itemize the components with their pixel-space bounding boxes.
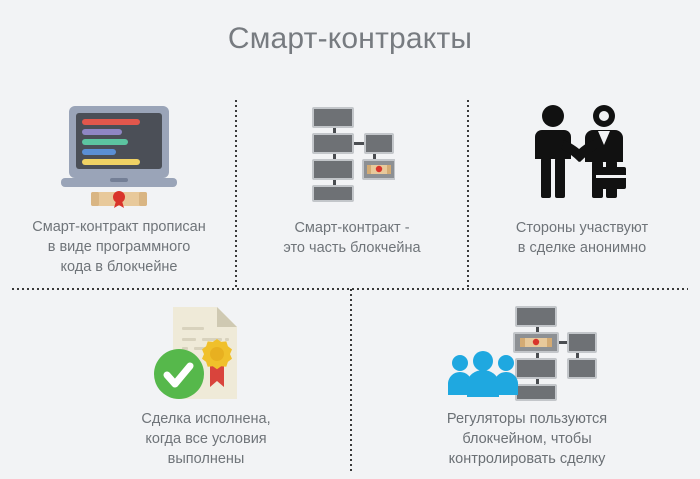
document-with-award-seal-and-green-check-icon <box>151 305 261 401</box>
laptop-with-code-and-sealed-scroll-icon <box>55 104 183 208</box>
cell-regulators-control: Регуляторы пользуются блокчейном, чтобы … <box>398 305 656 469</box>
divider-vertical-right <box>467 100 469 290</box>
people-group-with-blockchain-icon <box>446 305 608 401</box>
cell-caption: Сделка исполнена, когда все условия выпо… <box>141 411 271 467</box>
divider-vertical-left <box>235 100 237 290</box>
divider-vertical-bottom <box>350 289 352 472</box>
cell-caption: Смарт-контракт - это часть блокчейна <box>283 220 421 256</box>
handshake-two-people-icon <box>528 104 636 202</box>
cell-deal-executed: Сделка исполнена, когда все условия выпо… <box>92 305 320 469</box>
cell-caption: Стороны участвуют в сделке анонимно <box>515 220 649 256</box>
cell-caption: Смарт-контракт прописан в виде программн… <box>32 219 206 275</box>
page-title: Смарт-контракты <box>227 22 473 55</box>
cell-anonymous-parties: Стороны участвуют в сделке анонимно <box>474 104 690 258</box>
cell-caption: Регуляторы пользуются блокчейном, чтобы … <box>446 411 608 467</box>
blockchain-blocks-with-sealed-scroll-icon <box>309 104 395 202</box>
cell-part-of-blockchain: Смарт-контракт - это часть блокчейна <box>243 104 461 258</box>
cell-smart-contract-code: Смарт-контракт прописан в виде программн… <box>8 104 230 277</box>
